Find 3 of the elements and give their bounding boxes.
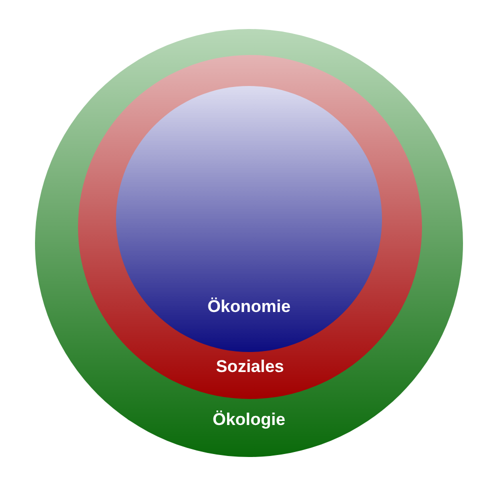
- circle-label: Soziales: [216, 357, 284, 377]
- circle-label: Ökologie: [212, 410, 286, 430]
- circle-label: Ökonomie: [207, 297, 291, 317]
